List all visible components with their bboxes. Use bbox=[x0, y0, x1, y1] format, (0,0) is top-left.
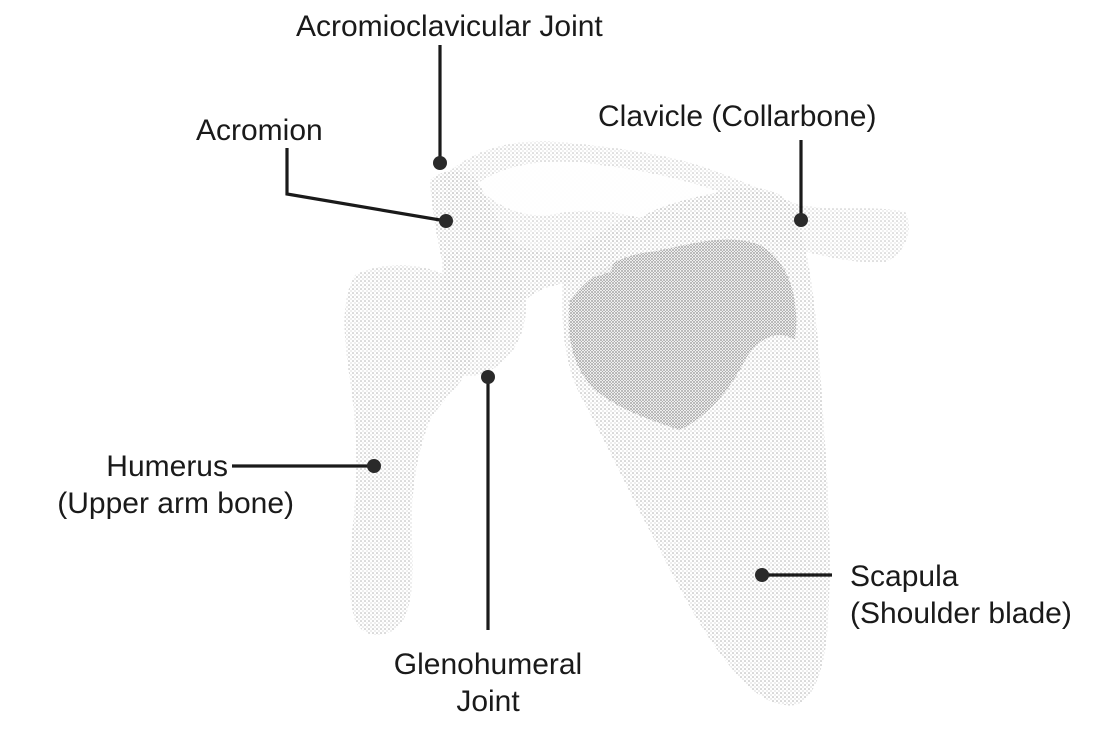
label-scapula: Scapula (Shoulder blade) bbox=[850, 558, 1072, 632]
label-glenohumeral-joint: Glenohumeral Joint bbox=[378, 646, 598, 720]
dot-acromioclavicular bbox=[433, 156, 447, 170]
label-scapula-line2: (Shoulder blade) bbox=[850, 595, 1072, 632]
label-humerus-line2: (Upper arm bone) bbox=[6, 485, 294, 522]
label-acromioclavicular-text: Acromioclavicular Joint bbox=[296, 8, 603, 45]
label-acromion: Acromion bbox=[196, 112, 323, 149]
label-glenohumeral-line1: Glenohumeral bbox=[378, 646, 598, 683]
label-humerus-line1: Humerus bbox=[6, 448, 294, 485]
label-acromion-text: Acromion bbox=[196, 112, 323, 149]
dot-clavicle bbox=[794, 213, 808, 227]
label-humerus: Humerus (Upper arm bone) bbox=[6, 448, 294, 522]
leader-acromion bbox=[287, 148, 446, 221]
label-clavicle-text: Clavicle (Collarbone) bbox=[598, 98, 876, 135]
dot-acromion bbox=[439, 214, 453, 228]
label-scapula-line1: Scapula bbox=[850, 558, 1072, 595]
label-clavicle: Clavicle (Collarbone) bbox=[598, 98, 876, 135]
dot-humerus bbox=[367, 459, 381, 473]
dot-scapula bbox=[755, 568, 769, 582]
label-acromioclavicular-joint: Acromioclavicular Joint bbox=[296, 8, 603, 45]
dot-glenohumeral bbox=[481, 370, 495, 384]
label-glenohumeral-line2: Joint bbox=[378, 683, 598, 720]
